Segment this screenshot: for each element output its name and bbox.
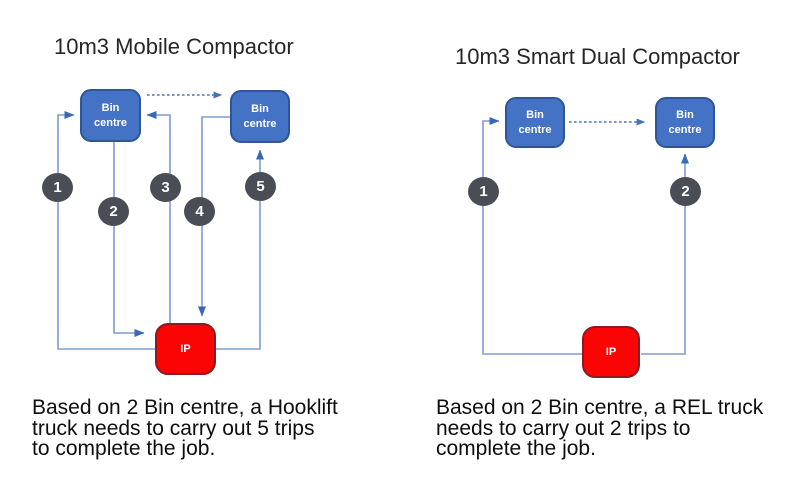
right-trip1-connector bbox=[482, 117, 582, 355]
right-bin-centre-1: Bin centre bbox=[505, 97, 565, 148]
ip-label: IP bbox=[180, 343, 191, 355]
right-diagram-title: 10m3 Smart Dual Compactor bbox=[455, 44, 740, 69]
left-step-badge-3: 3 bbox=[150, 173, 181, 202]
bin-centre-label: Bin centre bbox=[243, 102, 276, 132]
left-caption-line1: Based on 2 Bin centre, a Hooklift bbox=[32, 396, 338, 419]
left-caption-line2: truck needs to carry out 5 trips bbox=[32, 416, 315, 440]
left-step-badge-5: 5 bbox=[245, 172, 276, 201]
left-step-badge-2: 2 bbox=[98, 197, 129, 226]
left-step-badge-4: 4 bbox=[184, 197, 215, 226]
right-caption-line1: Based on 2 Bin centre, a REL truck bbox=[436, 396, 764, 419]
right-caption-line3: complete the job. bbox=[436, 437, 596, 461]
left-trip2-connector bbox=[113, 142, 145, 337]
right-caption: Based on 2 Bin centre, a REL truck needs… bbox=[436, 396, 764, 461]
bin-label-line2: centre bbox=[518, 123, 552, 136]
right-caption-line2: needs to carry out 2 trips to bbox=[436, 416, 691, 440]
bin-label-line2: centre bbox=[243, 117, 277, 130]
ip-label: IP bbox=[605, 346, 617, 358]
right-bin-centre-2: Bin centre bbox=[655, 97, 715, 148]
left-trip1-connector bbox=[57, 111, 155, 350]
bin-label-line1: Bin bbox=[526, 108, 544, 121]
right-step-badge-1: 1 bbox=[468, 177, 499, 206]
bin-label-line1: Bin bbox=[676, 108, 694, 121]
bin-centre-label: Bin centre bbox=[668, 108, 701, 138]
bin-label-line1: Bin bbox=[251, 102, 269, 115]
left-caption: Based on 2 Bin centre, a Hooklift truck … bbox=[32, 396, 338, 461]
left-step-badge-1: 1 bbox=[42, 173, 73, 202]
right-step-badge-2: 2 bbox=[670, 177, 701, 206]
left-ip-node: IP bbox=[155, 323, 216, 375]
left-bin-centre-1: Bin centre bbox=[80, 89, 141, 142]
left-trip3-connector bbox=[146, 111, 171, 323]
left-diagram-title: 10m3 Mobile Compactor bbox=[54, 34, 294, 59]
bin-label-line2: centre bbox=[93, 116, 128, 129]
bin-label-line2: centre bbox=[668, 123, 702, 136]
left-caption-line3: to complete the job. bbox=[32, 437, 216, 461]
bin-label-line1: Bin bbox=[101, 101, 120, 114]
right-ip-node: IP bbox=[582, 326, 640, 378]
bin-centre-label: Bin centre bbox=[518, 108, 551, 138]
bin-centre-label: Bin centre bbox=[94, 101, 127, 131]
left-bin-centre-2: Bin centre bbox=[230, 90, 290, 143]
